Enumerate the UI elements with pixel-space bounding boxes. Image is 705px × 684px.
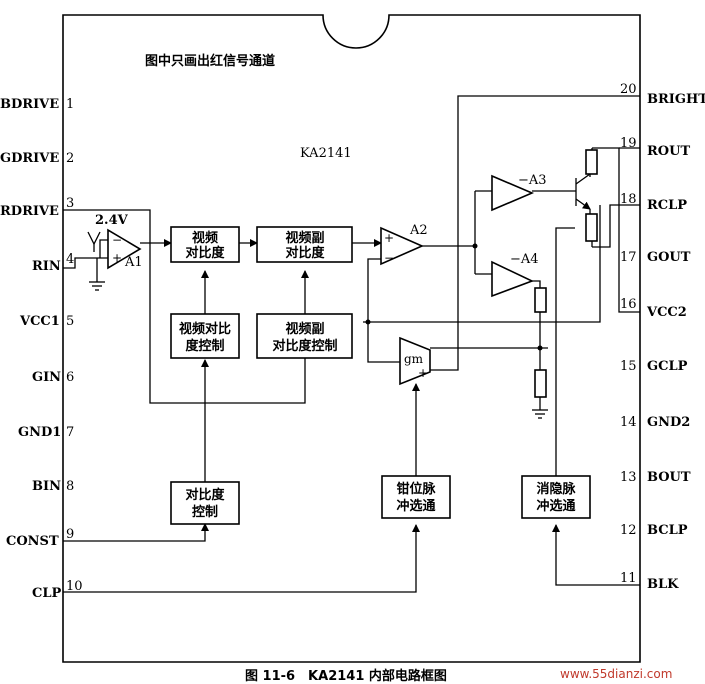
- amplifier-a1: − + A1 2.4V: [95, 213, 143, 270]
- pin-label-bdrive: BDRIVE: [0, 97, 59, 112]
- block-blank-pulse: 消隐脉 冲选通: [521, 475, 591, 519]
- block-video-contrast: 视频 对比度: [170, 226, 240, 263]
- pin-label-const: CONST: [6, 534, 59, 549]
- svg-text:对比度: 对比度: [185, 245, 225, 261]
- wires: [63, 95, 640, 593]
- pin-label-rclp: RCLP: [647, 198, 687, 213]
- pin-label-rin: RIN: [32, 259, 61, 274]
- svg-text:度控制: 度控制: [185, 338, 224, 354]
- amp-a4-label: −A4: [510, 252, 539, 267]
- pin-num-15: 15: [620, 359, 637, 374]
- resistor-ground: [534, 369, 547, 398]
- svg-text:钳位脉: 钳位脉: [396, 481, 436, 497]
- chip-name: KA2141: [300, 146, 352, 161]
- pin-label-vcc1: VCC1: [19, 314, 60, 329]
- amplifier-a4: −A4: [491, 252, 539, 298]
- svg-text:对比度: 对比度: [285, 245, 325, 261]
- pin-label-gclp: GCLP: [647, 359, 688, 374]
- pin-num-6: 6: [66, 370, 74, 385]
- pin-label-bin: BIN: [32, 479, 61, 494]
- pin-num-3: 3: [66, 196, 74, 211]
- pin-num-11: 11: [620, 571, 637, 586]
- pin-num-19: 19: [620, 136, 637, 151]
- pin-label-bclp: BCLP: [647, 523, 688, 538]
- pin-label-clp: CLP: [32, 586, 61, 601]
- figure-caption: 图 11-6 KA2141 内部电路框图: [245, 668, 447, 684]
- svg-text:+: +: [384, 231, 394, 245]
- amp-a1-label: A1: [124, 255, 143, 270]
- pin-num-1: 1: [66, 97, 74, 112]
- pin-num-9: 9: [66, 527, 74, 542]
- pin-num-13: 13: [620, 470, 637, 485]
- pin-label-vcc2: VCC2: [646, 305, 687, 320]
- pin-num-14: 14: [620, 415, 637, 430]
- pin-label-gnd1: GND1: [18, 425, 61, 440]
- resistor-a4: [534, 287, 547, 313]
- svg-text:视频: 视频: [192, 230, 218, 246]
- amplifier-a2: + − A2: [380, 223, 428, 266]
- svg-text:视频对比: 视频对比: [179, 321, 231, 337]
- pin-label-rout: ROUT: [647, 144, 690, 159]
- pin-label-bright: BRIGHT: [647, 92, 705, 107]
- resistor-emitter: [585, 213, 598, 242]
- pin-num-20: 20: [620, 82, 637, 97]
- resistor-collector: [585, 149, 598, 175]
- svg-text:视频副: 视频副: [285, 230, 324, 246]
- pin-label-gdrive: GDRIVE: [0, 151, 59, 166]
- block-video-contrast-ctrl: 视频对比 度控制: [170, 313, 240, 359]
- pin-num-17: 17: [620, 250, 637, 265]
- diagram-note: 图中只画出红信号通道: [145, 53, 275, 69]
- pin-num-4: 4: [66, 252, 74, 267]
- svg-text:对比度: 对比度: [185, 487, 225, 503]
- pin-label-blk: BLK: [647, 577, 679, 592]
- ic-outline: [62, 14, 641, 663]
- svg-text:+: +: [112, 251, 122, 265]
- pin-label-gout: GOUT: [647, 250, 691, 265]
- pin-label-gnd2: GND2: [647, 415, 690, 430]
- svg-text:视频副: 视频副: [285, 321, 324, 337]
- block-contrast-ctrl: 对比度 控制: [170, 481, 240, 525]
- left-pin-labels: BDRIVE 1 GDRIVE 2 RDRIVE 3 RIN 4 VCC1 5 …: [0, 97, 83, 601]
- pin-num-16: 16: [620, 297, 637, 312]
- pin-label-gin: GIN: [32, 370, 61, 385]
- watermark: www.55dianzi.com: [560, 667, 672, 681]
- svg-text:−: −: [384, 251, 394, 265]
- block-clamp-pulse: 钳位脉 冲选通: [381, 475, 451, 519]
- pin-num-10: 10: [66, 579, 83, 594]
- pin-label-rdrive: RDRIVE: [0, 204, 59, 219]
- pin-num-8: 8: [66, 479, 74, 494]
- voltage-label: 2.4V: [95, 213, 129, 228]
- amplifier-a3: −A3: [491, 173, 547, 212]
- pin-num-12: 12: [620, 523, 637, 538]
- pin-num-7: 7: [66, 425, 74, 440]
- pin-num-5: 5: [66, 314, 74, 329]
- pin-num-18: 18: [620, 192, 637, 207]
- svg-text:冲选通: 冲选通: [396, 498, 435, 514]
- transconductance-amp: gm +: [399, 336, 431, 386]
- svg-text:消隐脉: 消隐脉: [536, 481, 576, 497]
- right-pin-labels: 20 BRIGHT 19 ROUT 18 RCLP 17 GOUT 16 VCC…: [620, 82, 705, 592]
- amp-a2-label: A2: [409, 223, 428, 238]
- svg-text:对比度控制: 对比度控制: [272, 338, 337, 354]
- svg-text:冲选通: 冲选通: [536, 498, 575, 514]
- svg-text:控制: 控制: [192, 504, 218, 520]
- block-video-sub-contrast-ctrl: 视频副 对比度控制: [256, 313, 353, 359]
- svg-text:−: −: [112, 233, 122, 247]
- amp-a3-label: −A3: [518, 173, 547, 188]
- amp-gm-label: gm: [404, 352, 424, 366]
- pin-num-2: 2: [66, 151, 74, 166]
- svg-text:+: +: [418, 366, 428, 380]
- pin-label-bout: BOUT: [647, 470, 691, 485]
- block-video-sub-contrast: 视频副 对比度: [256, 226, 353, 263]
